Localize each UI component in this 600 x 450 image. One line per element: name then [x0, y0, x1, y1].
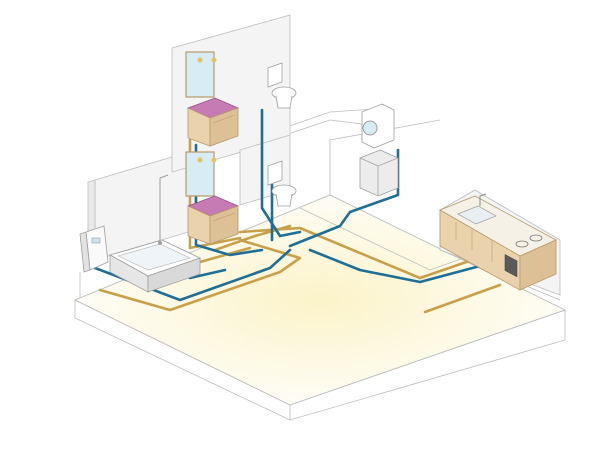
vanity-lower-icon	[185, 151, 240, 245]
toilet-lower-icon	[267, 160, 297, 207]
vanity-upper-icon	[185, 51, 240, 147]
washing-machine-icon	[359, 103, 399, 197]
water-heater-icon	[79, 225, 109, 298]
toilet-upper-icon	[267, 62, 297, 109]
bathtub-icon	[108, 174, 202, 293]
hot-pipe-toilet	[213, 224, 292, 252]
kitchen-sink-icon	[439, 193, 557, 291]
hot-pipe-branch	[423, 283, 502, 314]
hot-pipe-main	[98, 238, 302, 312]
